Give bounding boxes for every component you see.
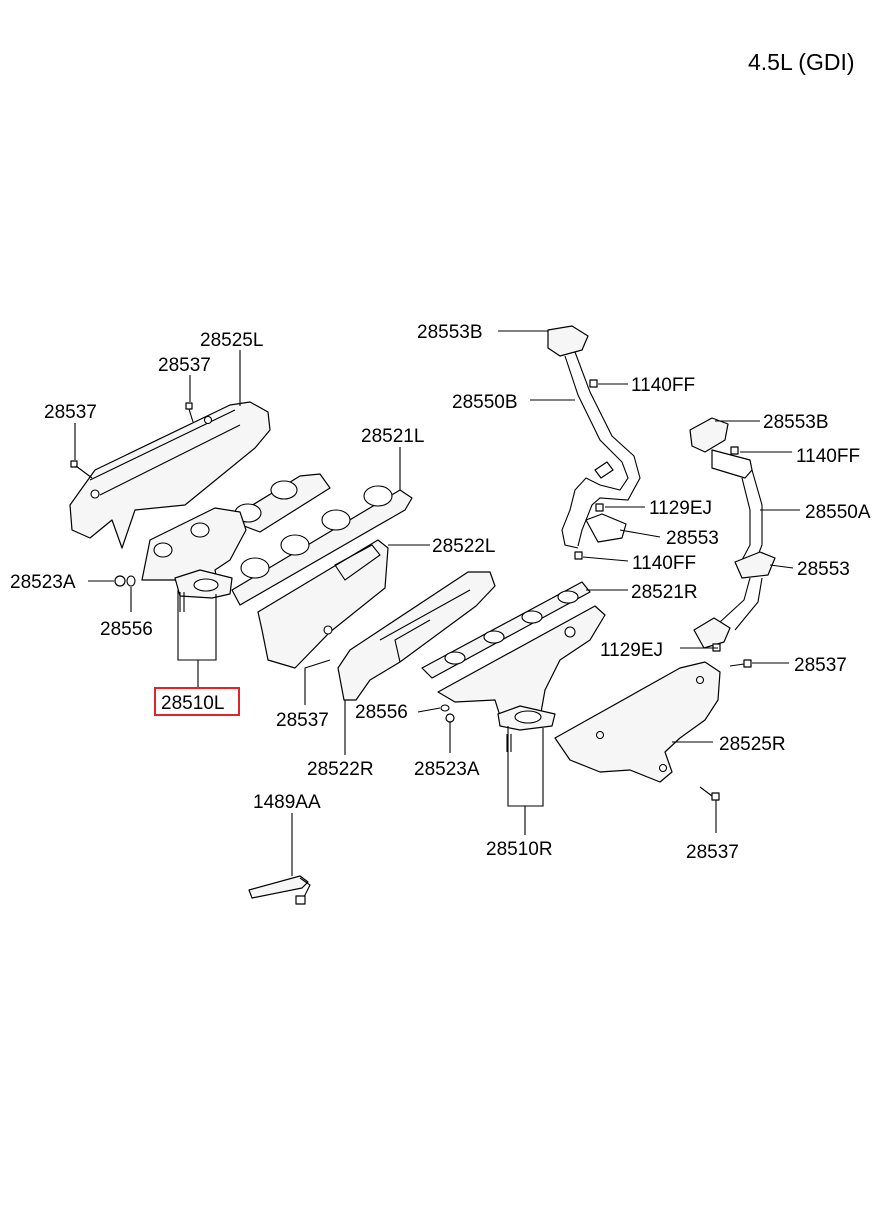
label-28537[interactable]: 28537 xyxy=(44,402,97,423)
label-28537[interactable]: 28537 xyxy=(794,655,847,676)
label-1489AA[interactable]: 1489AA xyxy=(253,792,321,813)
label-28525R[interactable]: 28525R xyxy=(719,734,786,755)
exhaust-manifold-right[interactable] xyxy=(437,605,606,807)
label-28510L[interactable]: 28510L xyxy=(161,693,224,714)
heat-shield-right[interactable] xyxy=(554,661,721,783)
gasket-left[interactable] xyxy=(227,473,413,606)
exhaust-manifold-left[interactable] xyxy=(141,507,247,661)
nut-icon[interactable] xyxy=(445,713,455,723)
oxygen-sensor-wire[interactable] xyxy=(248,875,311,905)
nut-icon[interactable] xyxy=(114,575,126,587)
egr-pipe-b[interactable] xyxy=(547,325,641,549)
label-1140FF[interactable]: 1140FF xyxy=(631,375,695,396)
label-28553[interactable]: 28553 xyxy=(666,528,719,549)
label-28510R[interactable]: 28510R xyxy=(486,839,553,860)
label-28553B[interactable]: 28553B xyxy=(417,322,483,343)
label-28550A[interactable]: 28550A xyxy=(805,502,871,523)
label-28553B[interactable]: 28553B xyxy=(763,412,829,433)
label-1140FF[interactable]: 1140FF xyxy=(796,446,860,467)
label-28523A[interactable]: 28523A xyxy=(10,572,76,593)
bolt-icon[interactable] xyxy=(185,402,194,423)
label-28521L[interactable]: 28521L xyxy=(361,426,424,447)
bolt-icon[interactable] xyxy=(70,460,93,479)
label-28537[interactable]: 28537 xyxy=(276,710,329,731)
bolt-icon[interactable] xyxy=(595,503,604,512)
label-28522R[interactable]: 28522R xyxy=(307,759,374,780)
leader-lines xyxy=(74,330,800,876)
label-28550B[interactable]: 28550B xyxy=(452,392,518,413)
heat-shield-lower-left[interactable] xyxy=(257,539,389,669)
label-1129EJ[interactable]: 1129EJ xyxy=(649,498,712,519)
bolt-icon[interactable] xyxy=(699,786,720,801)
bolt-icon[interactable] xyxy=(589,379,598,388)
bolt-icon[interactable] xyxy=(729,659,752,668)
bolt-icon[interactable] xyxy=(574,551,583,560)
heat-shield-right-lower[interactable] xyxy=(337,571,496,701)
label-28521R[interactable]: 28521R xyxy=(631,582,698,603)
label-1140FF[interactable]: 1140FF xyxy=(632,553,696,574)
label-28537[interactable]: 28537 xyxy=(686,842,739,863)
label-28537[interactable]: 28537 xyxy=(158,355,211,376)
label-28556[interactable]: 28556 xyxy=(355,702,408,723)
label-28525L[interactable]: 28525L xyxy=(200,330,263,351)
bolt-icon[interactable] xyxy=(730,446,739,455)
label-28556[interactable]: 28556 xyxy=(100,619,153,640)
washer-icon[interactable] xyxy=(126,575,136,587)
label-28553[interactable]: 28553 xyxy=(797,559,850,580)
egr-pipe-a[interactable] xyxy=(689,417,776,649)
label-1129EJ[interactable]: 1129EJ xyxy=(600,640,663,661)
label-28522L[interactable]: 28522L xyxy=(432,536,495,557)
washer-icon[interactable] xyxy=(440,704,450,712)
gasket-right[interactable] xyxy=(421,581,591,679)
label-28523A[interactable]: 28523A xyxy=(414,759,480,780)
engine-title: 4.5L (GDI) xyxy=(748,49,855,75)
heat-shield-left[interactable] xyxy=(69,401,271,549)
highlight-28510L-box xyxy=(154,687,240,716)
